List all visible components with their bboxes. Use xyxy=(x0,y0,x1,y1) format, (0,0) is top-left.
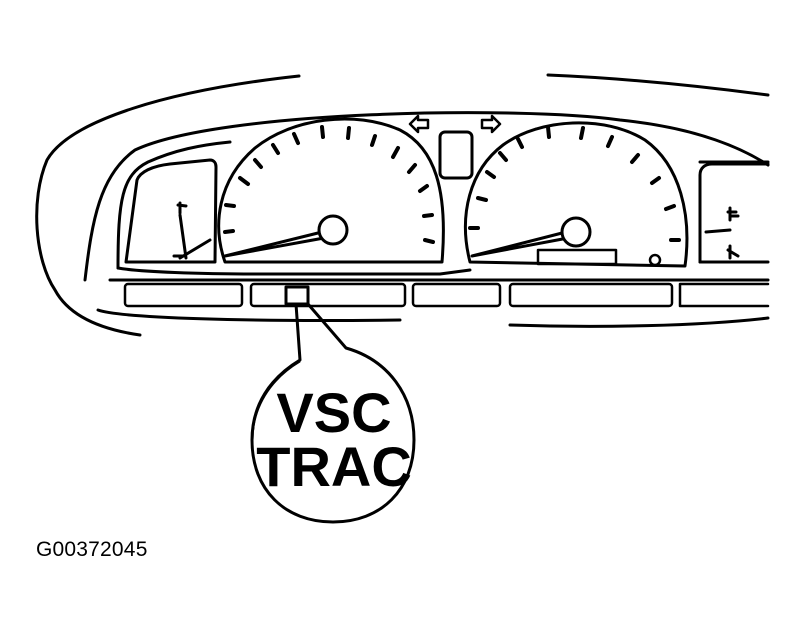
speedometer xyxy=(217,117,445,264)
odometer-display xyxy=(536,248,618,266)
lamp-panel-2 xyxy=(249,282,407,308)
lamp-panel-1 xyxy=(123,282,244,308)
speedometer-ticks xyxy=(223,125,435,244)
center-indicator-lamp xyxy=(438,130,474,180)
warning-lamp-strip xyxy=(123,282,770,308)
lamp-panel-4 xyxy=(508,282,674,308)
turn-signal-left-icon xyxy=(408,114,430,134)
callout-label-trac: TRAC xyxy=(256,435,412,498)
tachometer-ticks xyxy=(468,125,681,242)
trip-reset-knob xyxy=(648,253,662,267)
turn-signal-right-icon xyxy=(480,114,502,134)
dashboard-outline xyxy=(35,73,770,337)
callout-pointer xyxy=(250,302,416,524)
callout-label-vsc: VSC xyxy=(276,381,391,444)
lamp-panel-3 xyxy=(411,282,502,308)
figure-id: G00372045 xyxy=(36,538,148,561)
fuel-gauge xyxy=(124,158,218,264)
vsc-trac-indicator-lamp xyxy=(284,285,310,306)
tachometer xyxy=(463,121,689,268)
cluster-housing xyxy=(108,140,770,282)
lamp-panel-5 xyxy=(678,282,770,308)
temperature-gauge xyxy=(698,162,770,264)
